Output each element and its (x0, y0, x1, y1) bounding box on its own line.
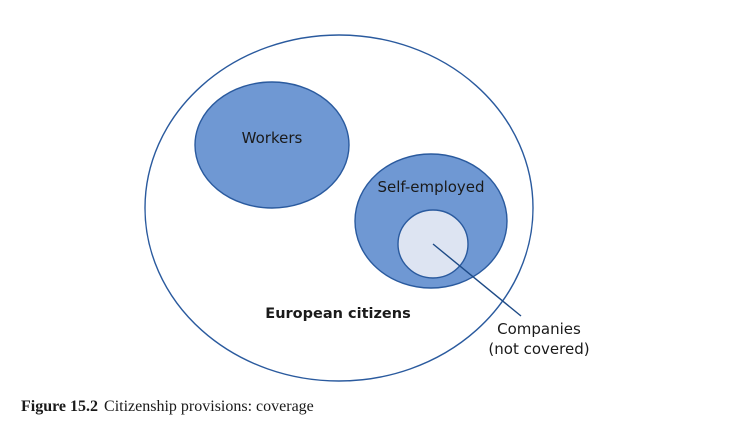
european-citizens-label: European citizens (265, 306, 410, 322)
workers-label: Workers (242, 129, 303, 147)
companies-leader-line (432, 243, 522, 317)
companies-label: Companies (497, 320, 581, 338)
companies-sublabel: (not covered) (488, 340, 589, 358)
workers-ellipse (194, 81, 350, 209)
european-citizens-ellipse (144, 34, 534, 382)
figure-caption-text: Citizenship provisions: coverage (104, 398, 314, 415)
figure-caption: Figure 15.2 Citizenship provisions: cover… (21, 398, 314, 416)
figure-number: Figure 15.2 (21, 398, 99, 415)
self-employed-label: Self-employed (377, 178, 484, 196)
